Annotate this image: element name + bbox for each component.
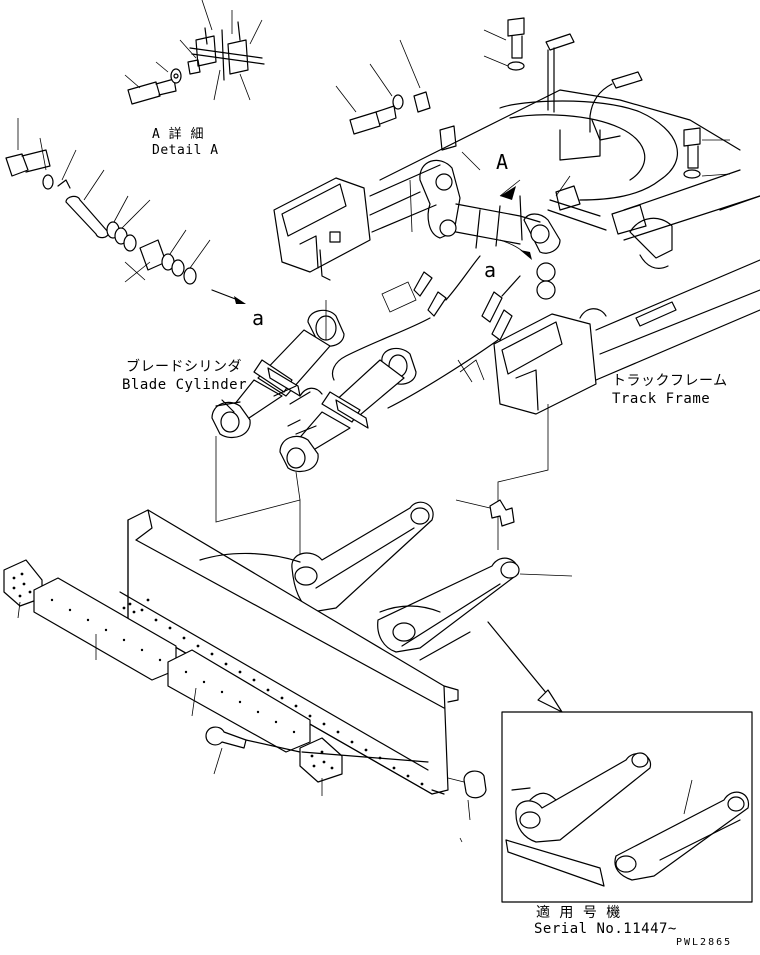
detail-a-label-en: Detail A	[152, 143, 219, 158]
reference-a-mid: a	[484, 258, 497, 282]
blade-cylinder-label-jp: ブレードシリンダ	[126, 359, 242, 375]
upper-bolts-washers	[335, 17, 731, 179]
drawing-code: PWL2865	[676, 937, 733, 948]
inset-arrow	[487, 621, 563, 713]
track-frame	[493, 259, 760, 415]
detail-a-bolt	[124, 59, 201, 105]
reference-a-lower: a	[252, 306, 265, 330]
reference-a-upper: A	[496, 150, 509, 174]
track-frame-label-en: Track Frame	[612, 391, 711, 407]
plow-bolt-nut	[205, 726, 487, 843]
swing-bracket-hoses	[419, 151, 607, 300]
serial-inset	[501, 711, 753, 903]
grease-fitting	[455, 499, 515, 527]
detail-a-clamp-assembly	[179, 0, 265, 101]
serial-label-en: Serial No.11447~	[534, 921, 677, 937]
track-frame-label-jp: トラックフレーム	[612, 373, 728, 389]
detail-a-label-jp: A 詳 細	[152, 127, 204, 142]
pin-hardware-set	[5, 118, 246, 304]
hydraulic-hoses	[331, 255, 521, 409]
blade-cylinder-label-en: Blade Cylinder	[122, 377, 248, 393]
left-bracket	[273, 164, 441, 281]
blade-cylinder-lower	[279, 347, 417, 473]
serial-label-jp: 適 用 号 機	[536, 905, 621, 921]
cutting-edges	[3, 559, 343, 796]
blade-arms	[291, 501, 573, 661]
main-body-frame	[369, 89, 760, 269]
